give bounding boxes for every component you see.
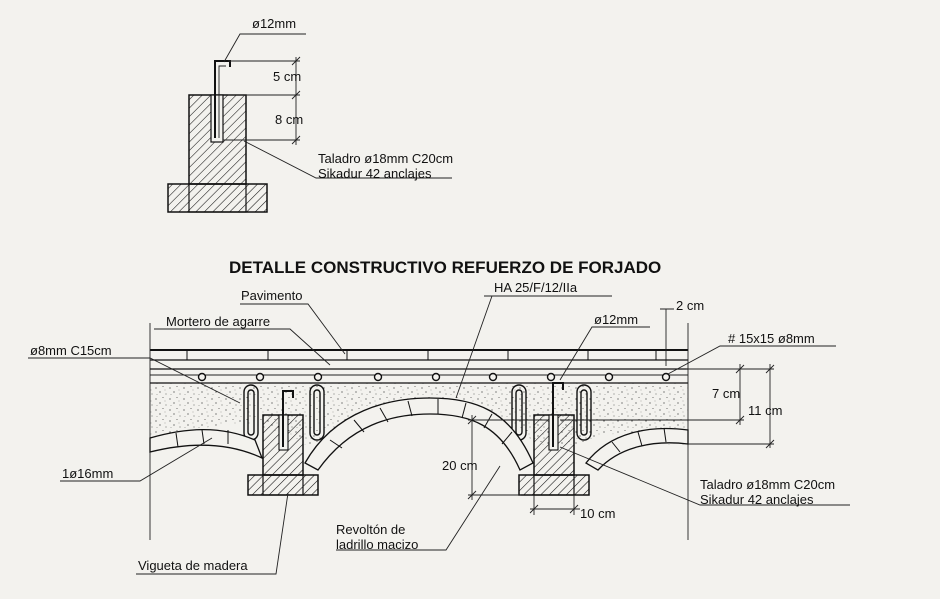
joist-right [518, 382, 590, 496]
dim-11cm: 11 cm [748, 403, 782, 418]
mesh-bars [197, 372, 671, 382]
label-concrete: HA 25/F/12/IIa [494, 280, 578, 295]
top-drill-hole [210, 94, 224, 143]
tile-joints [186, 350, 657, 360]
stirrups [243, 384, 592, 441]
label-vigueta: Vigueta de madera [138, 558, 248, 573]
dim-20cm: 20 cm [442, 458, 477, 473]
dim-5cm: 5 cm [273, 69, 301, 84]
top-bar-label: ø12mm [252, 16, 296, 31]
slab-section: Pavimento Mortero de agarre HA 25/F/12/I… [28, 280, 850, 575]
label-long-bar: 1ø16mm [62, 466, 113, 481]
dim-8cm: 8 cm [275, 112, 303, 127]
label-bar-12: ø12mm [594, 312, 638, 327]
label-revolton-2: ladrillo macizo [336, 537, 418, 552]
label-mortero: Mortero de agarre [166, 314, 270, 329]
top-drill-note-1: Taladro ø18mm C20cm [318, 151, 453, 166]
label-revolton-1: Revoltón de [336, 522, 405, 537]
dim-10cm: 10 cm [580, 506, 615, 521]
top-drill-note-2: Sikadur 42 anclajes [318, 166, 432, 181]
drill-note-1: Taladro ø18mm C20cm [700, 477, 835, 492]
dim-7cm: 7 cm [712, 386, 740, 401]
drill-note-2: Sikadur 42 anclajes [700, 492, 814, 507]
top-joist-base [167, 183, 268, 213]
top-rebar [214, 60, 231, 138]
label-pavimento: Pavimento [241, 288, 302, 303]
top-detail: ø12mm 5 cm 8 cm Taladro ø18mm C20cm Sika… [167, 16, 453, 213]
label-2cm: 2 cm [676, 298, 704, 313]
drawing-title: DETALLE CONSTRUCTIVO REFUERZO DE FORJADO [229, 258, 661, 277]
label-mesh: # 15x15 ø8mm [728, 331, 815, 346]
joist-left [247, 390, 319, 496]
label-stirrups: ø8mm C15cm [30, 343, 112, 358]
